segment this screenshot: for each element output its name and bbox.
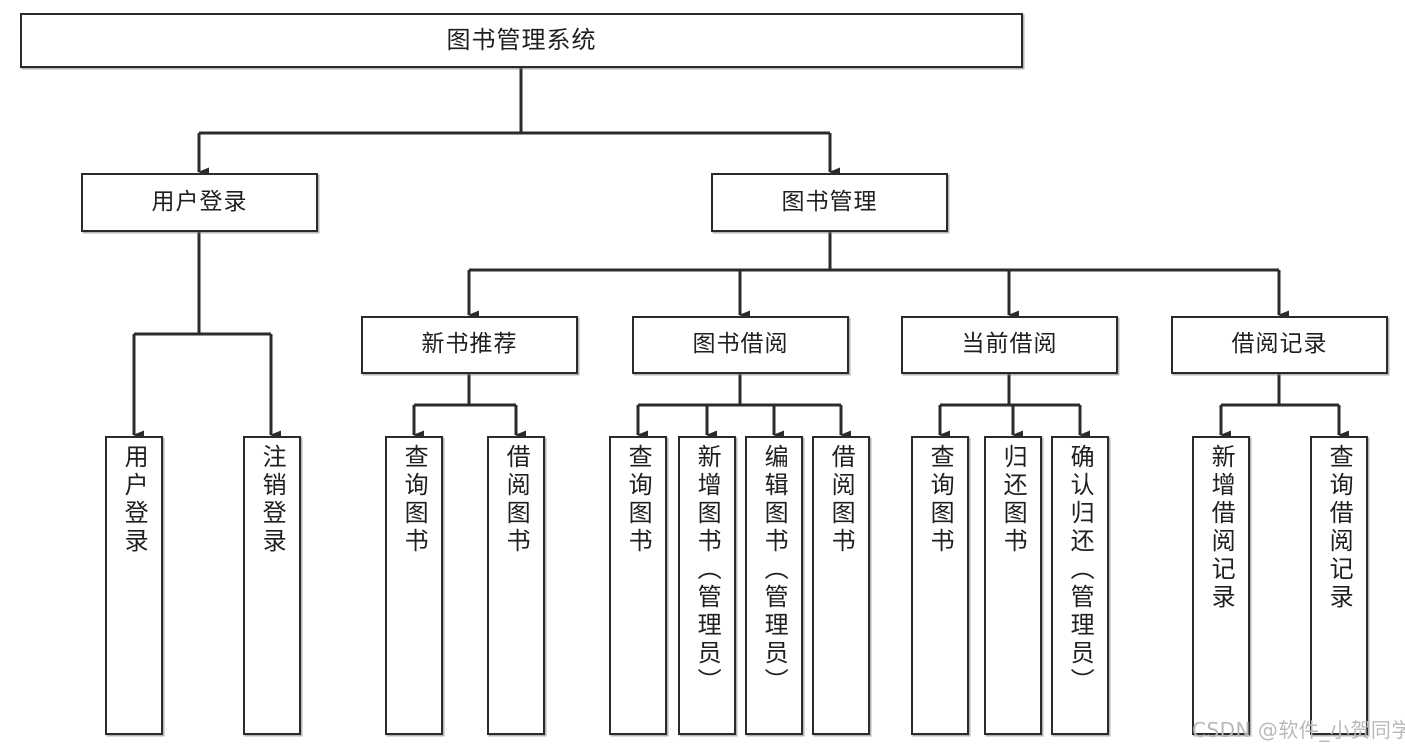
node-new-book-recommend[interactable]: 新书推荐 [361, 316, 578, 374]
node-leaf-edit-book[interactable]: 编辑图书（管理员） [745, 436, 803, 735]
watermark-text: CSDN @软件_小贺同学 [1192, 718, 1405, 742]
node-label: 查询图书 [400, 444, 429, 556]
node-leaf-query-book-2[interactable]: 查询图书 [609, 436, 667, 735]
node-label: 当前借阅 [961, 331, 1058, 358]
node-label: 归还图书 [999, 444, 1028, 556]
node-label: 新书推荐 [421, 331, 518, 358]
node-label: 新增借阅记录 [1207, 444, 1236, 612]
node-leaf-add-book[interactable]: 新增图书（管理员） [678, 436, 736, 735]
node-leaf-return-book[interactable]: 归还图书 [984, 436, 1042, 735]
node-label: 查询图书 [926, 444, 955, 556]
node-label: 编辑图书（管理员） [760, 444, 789, 696]
node-label: 查询借阅记录 [1325, 444, 1354, 612]
node-leaf-add-record[interactable]: 新增借阅记录 [1192, 436, 1250, 735]
node-leaf-confirm-return[interactable]: 确认归还（管理员） [1051, 436, 1109, 735]
node-label: 借阅记录 [1231, 331, 1328, 358]
node-label: 借阅图书 [827, 444, 856, 556]
node-leaf-user-login[interactable]: 用户登录 [105, 436, 163, 735]
node-label: 注销登录 [258, 444, 287, 556]
node-label: 图书管理 [781, 188, 878, 215]
node-label: 借阅图书 [502, 444, 531, 556]
node-user-login[interactable]: 用户登录 [81, 173, 318, 232]
node-leaf-logout[interactable]: 注销登录 [243, 436, 301, 735]
node-label: 图书管理系统 [446, 26, 597, 55]
node-leaf-borrow-book-2[interactable]: 借阅图书 [812, 436, 870, 735]
node-root[interactable]: 图书管理系统 [20, 13, 1023, 68]
node-label: 用户登录 [151, 188, 248, 215]
node-borrow-record[interactable]: 借阅记录 [1171, 316, 1388, 374]
node-book-borrow[interactable]: 图书借阅 [632, 316, 849, 374]
node-label: 新增图书（管理员） [693, 444, 722, 696]
node-leaf-query-book-3[interactable]: 查询图书 [911, 436, 969, 735]
node-book-manage[interactable]: 图书管理 [711, 173, 948, 232]
node-leaf-query-book-1[interactable]: 查询图书 [385, 436, 443, 735]
node-label: 确认归还（管理员） [1066, 444, 1095, 696]
node-label: 查询图书 [624, 444, 653, 556]
node-label: 图书借阅 [692, 331, 789, 358]
node-current-borrow[interactable]: 当前借阅 [901, 316, 1118, 374]
node-label: 用户登录 [120, 444, 149, 556]
node-leaf-borrow-book-1[interactable]: 借阅图书 [487, 436, 545, 735]
node-leaf-query-record[interactable]: 查询借阅记录 [1310, 436, 1368, 735]
